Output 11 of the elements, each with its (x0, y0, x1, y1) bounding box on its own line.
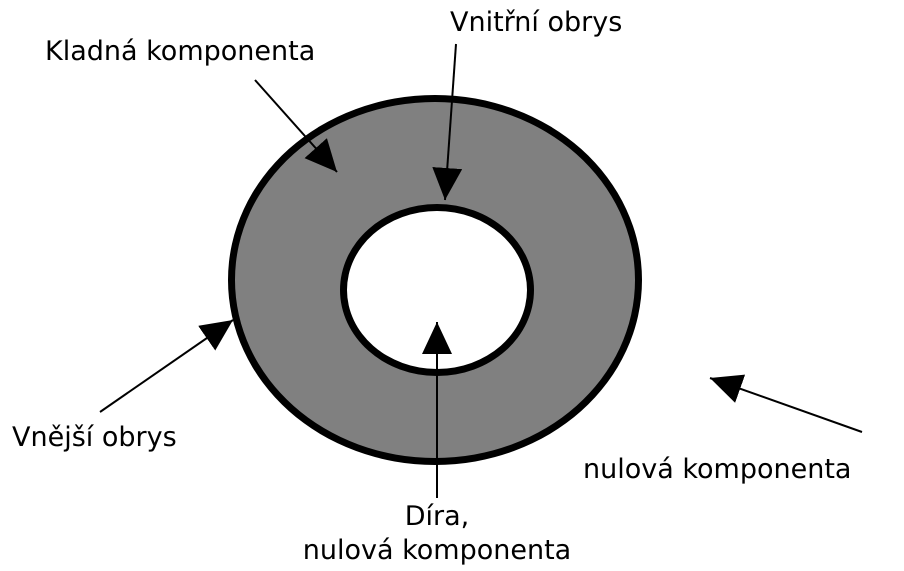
label-text: nulová komponenta (302, 534, 572, 568)
label-text: nulová komponenta (583, 453, 852, 487)
leader-arrow (432, 44, 462, 200)
label-text: Díra, (404, 500, 470, 534)
leader-arrow (254, 79, 338, 173)
leader-arrow (99, 319, 234, 413)
label-text: Kladná komponenta (45, 35, 316, 69)
label-text: Vnější obrys (12, 421, 178, 455)
leader-arrow (710, 374, 862, 433)
label-text: Vnitřní obrys (450, 6, 624, 40)
leader-arrow (422, 322, 452, 498)
